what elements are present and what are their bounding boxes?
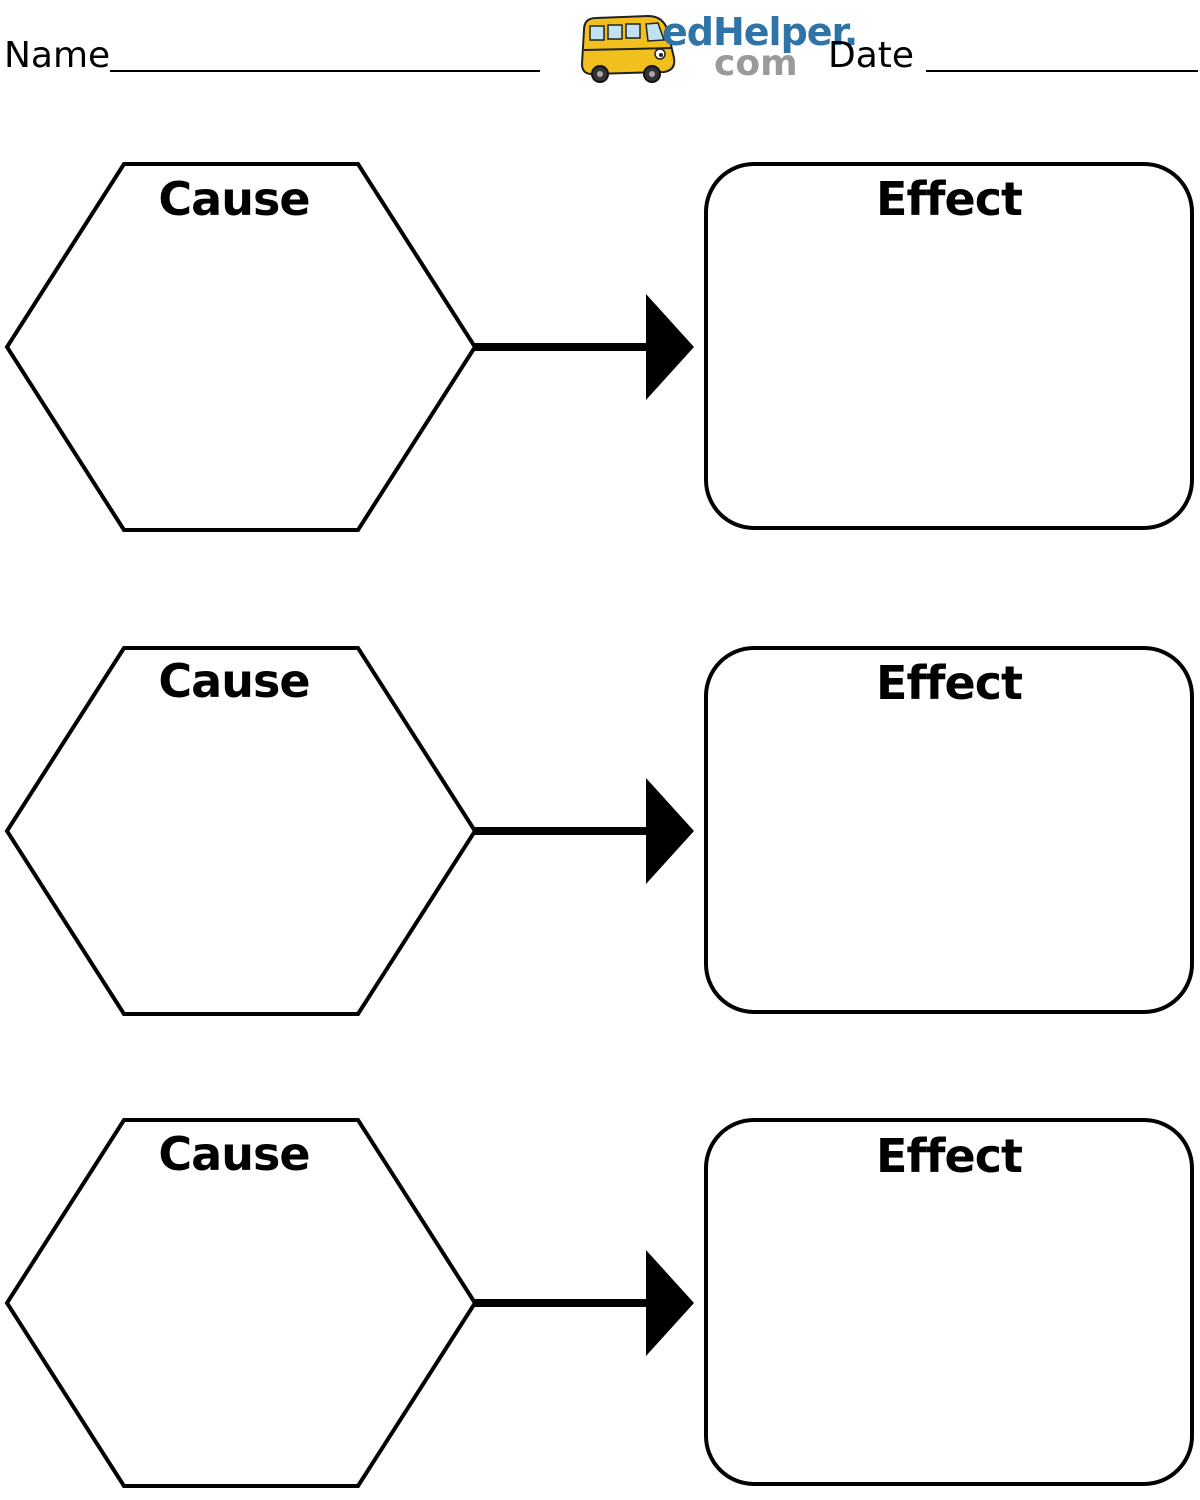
arrow-head-icon xyxy=(646,778,694,884)
effect-box[interactable] xyxy=(704,646,1194,1014)
cause-label: Cause xyxy=(158,172,309,226)
logo-main-text: edHelper. xyxy=(662,10,858,54)
cause-hexagon[interactable] xyxy=(4,1118,478,1488)
cause-label: Cause xyxy=(158,654,309,708)
cause-effect-row: Cause Effect xyxy=(4,162,1194,532)
cause-label: Cause xyxy=(158,1127,309,1181)
date-field-line[interactable] xyxy=(926,70,1198,72)
edhelper-logo: edHelper. com xyxy=(578,8,858,88)
cause-effect-row: Cause Effect xyxy=(4,1118,1194,1488)
logo-sub-text: com xyxy=(714,43,798,84)
effect-label: Effect xyxy=(876,656,1022,710)
name-field-line[interactable] xyxy=(110,70,540,72)
date-label: Date xyxy=(828,35,915,76)
effect-box[interactable] xyxy=(704,162,1194,530)
cause-hexagon[interactable] xyxy=(4,646,478,1016)
cause-effect-row: Cause Effect xyxy=(4,646,1194,1016)
name-label: Name xyxy=(4,35,111,76)
arrow-head-icon xyxy=(646,294,694,400)
cause-hexagon[interactable] xyxy=(4,162,478,532)
effect-box[interactable] xyxy=(704,1118,1194,1486)
school-bus-icon xyxy=(580,14,676,83)
effect-label: Effect xyxy=(876,172,1022,226)
arrow-head-icon xyxy=(646,1250,694,1356)
effect-label: Effect xyxy=(876,1129,1022,1183)
